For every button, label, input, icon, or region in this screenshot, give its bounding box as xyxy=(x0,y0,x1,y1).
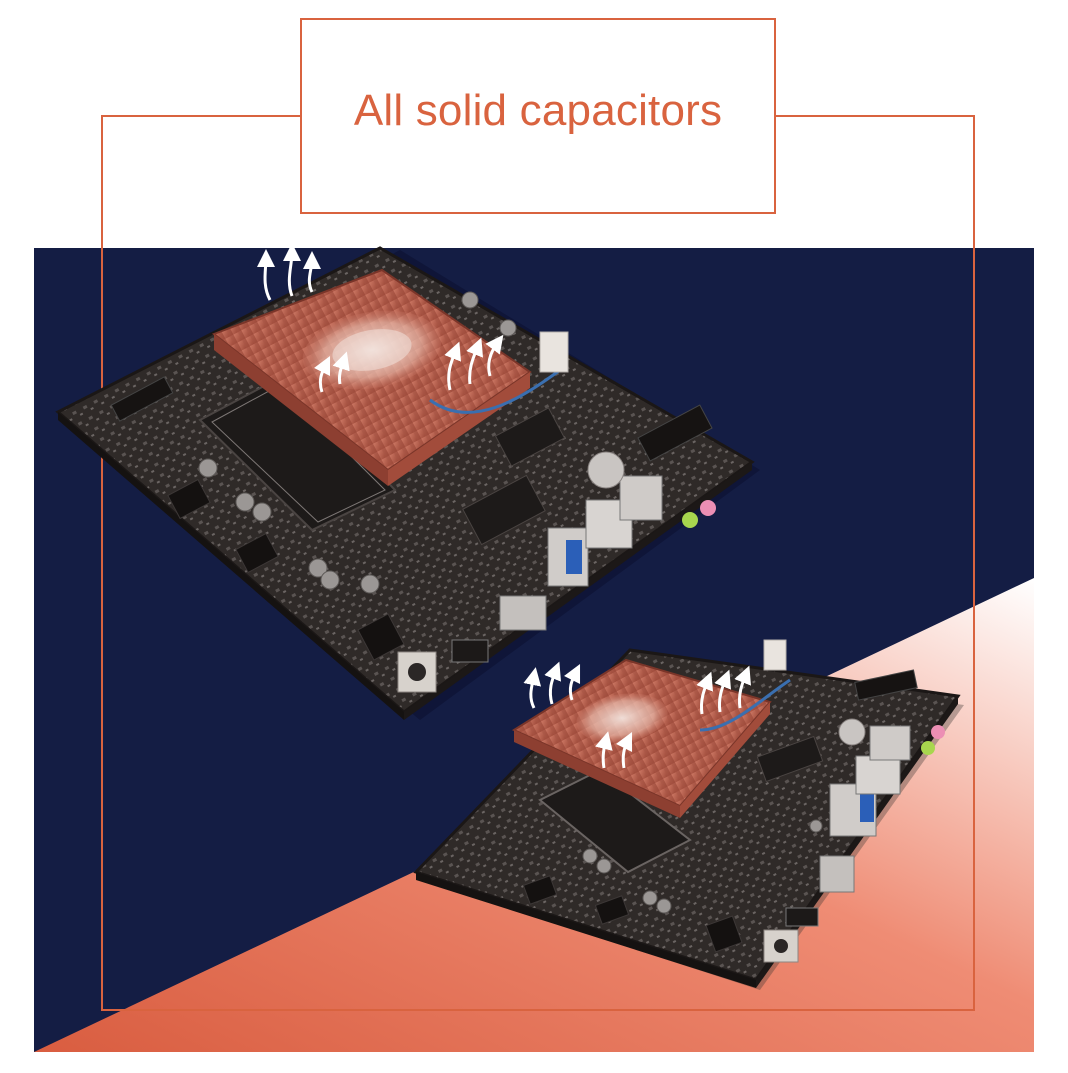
large-capacitors xyxy=(198,291,517,594)
large-cmos-battery xyxy=(587,451,625,489)
small-motherboard xyxy=(413,639,964,990)
small-sata-port xyxy=(522,875,558,905)
small-ram-slot xyxy=(538,768,692,874)
large-sata-port-2 xyxy=(235,532,279,574)
small-airflow-arrows xyxy=(523,661,752,769)
large-sata-port xyxy=(167,478,211,520)
large-rear-io xyxy=(397,475,716,693)
small-sata-port-2 xyxy=(594,895,630,925)
small-capacitors xyxy=(582,819,823,914)
large-motherboard xyxy=(55,246,760,720)
small-power-connector xyxy=(705,915,743,953)
large-ram-slot xyxy=(198,373,397,532)
small-cmos-battery xyxy=(838,718,866,746)
title-box: All solid capacitors xyxy=(300,18,776,214)
large-airflow-arrows xyxy=(256,243,504,393)
small-rear-io xyxy=(763,725,945,963)
banner-title: All solid capacitors xyxy=(353,86,723,135)
large-fan-connector xyxy=(539,331,569,373)
small-fan-connector xyxy=(763,639,787,671)
small-fan xyxy=(576,693,668,743)
small-fan-cable xyxy=(699,678,791,732)
large-power-connector xyxy=(357,613,405,661)
large-fan-cable xyxy=(429,368,561,414)
